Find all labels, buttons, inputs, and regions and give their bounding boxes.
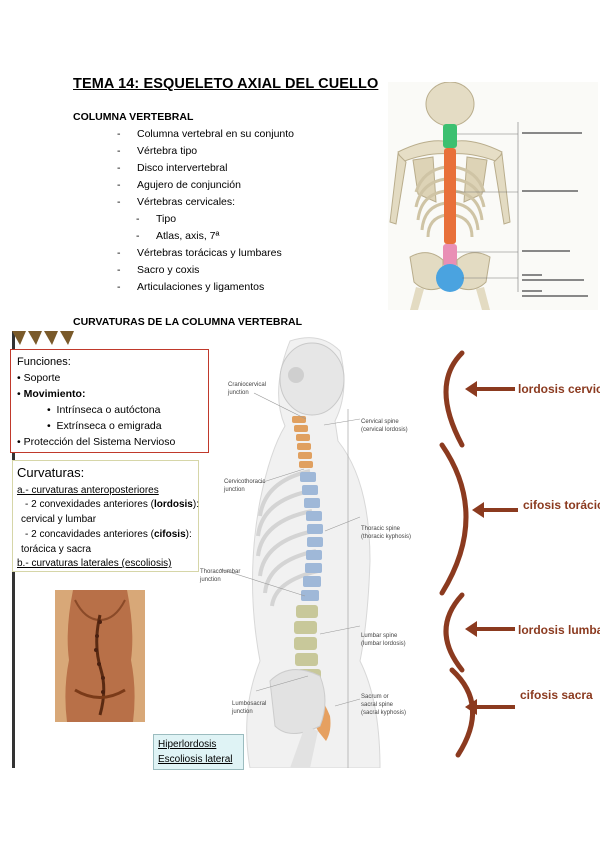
curvaturas-line: cervical y lumbar — [21, 514, 96, 525]
curvaturas-heading: Curvaturas: — [17, 465, 84, 480]
curvaturas-a: a.- curvaturas anteroposteriores — [17, 485, 159, 496]
funciones-item: • Soporte — [17, 372, 60, 384]
section-heading-columna: COLUMNA VERTEBRAL — [73, 111, 193, 123]
curvaturas-line: - 2 convexidades anteriores (lordosis): — [25, 499, 199, 510]
back-photo — [55, 590, 145, 722]
curvaturas-line: - 2 concavidades anteriores (cifosis): — [25, 529, 192, 540]
funciones-subitem: • Extrínseca o emigrada — [47, 420, 162, 432]
curvaturas-b: b.- curvaturas laterales (escoliosis) — [17, 558, 172, 569]
links-box: Hiperlordosis Escoliosis lateral — [153, 734, 244, 770]
funciones-item: • Movimiento: — [17, 388, 85, 400]
link-escoliosis-lateral[interactable]: Escoliosis lateral — [158, 754, 232, 765]
funciones-heading: Funciones: — [17, 356, 71, 368]
label-lumbar-spine: Lumbar spine(lumbar lordosis) — [361, 632, 406, 648]
skeleton-posterior-image — [388, 82, 598, 310]
link-hiperlordosis[interactable]: Hiperlordosis — [158, 739, 216, 750]
section-heading-curvaturas: CURVATURAS DE LA COLUMNA VERTEBRAL — [73, 316, 302, 328]
label-lordosis-lumbar: lordosis lumbar — [518, 623, 600, 637]
page-title: TEMA 14: ESQUELETO AXIAL DEL CUELLO — [73, 76, 378, 92]
funciones-subitem: • Intrínseca o autóctona — [47, 404, 160, 416]
curvature-arcs — [420, 345, 520, 765]
label-thoracic-spine: Thoracic spine(thoracic kyphosis) — [361, 525, 411, 541]
label-cifosis-toracica: cifosis torácica — [523, 498, 600, 512]
label-lordosis-cervical: lordosis cervical — [518, 382, 600, 396]
curvaturas-line: torácica y sacra — [21, 544, 91, 555]
funciones-box: Funciones: • Soporte • Movimiento: • Int… — [10, 349, 209, 453]
decorative-strip — [12, 331, 77, 345]
label-cervical-spine: Cervical spine(cervical lordosis) — [361, 418, 408, 434]
curvaturas-box: Curvaturas: a.- curvaturas anteroposteri… — [12, 460, 199, 572]
label-cifosis-sacra: cifosis sacra — [520, 688, 593, 702]
funciones-item: • Protección del Sistema Nervioso — [17, 436, 175, 448]
